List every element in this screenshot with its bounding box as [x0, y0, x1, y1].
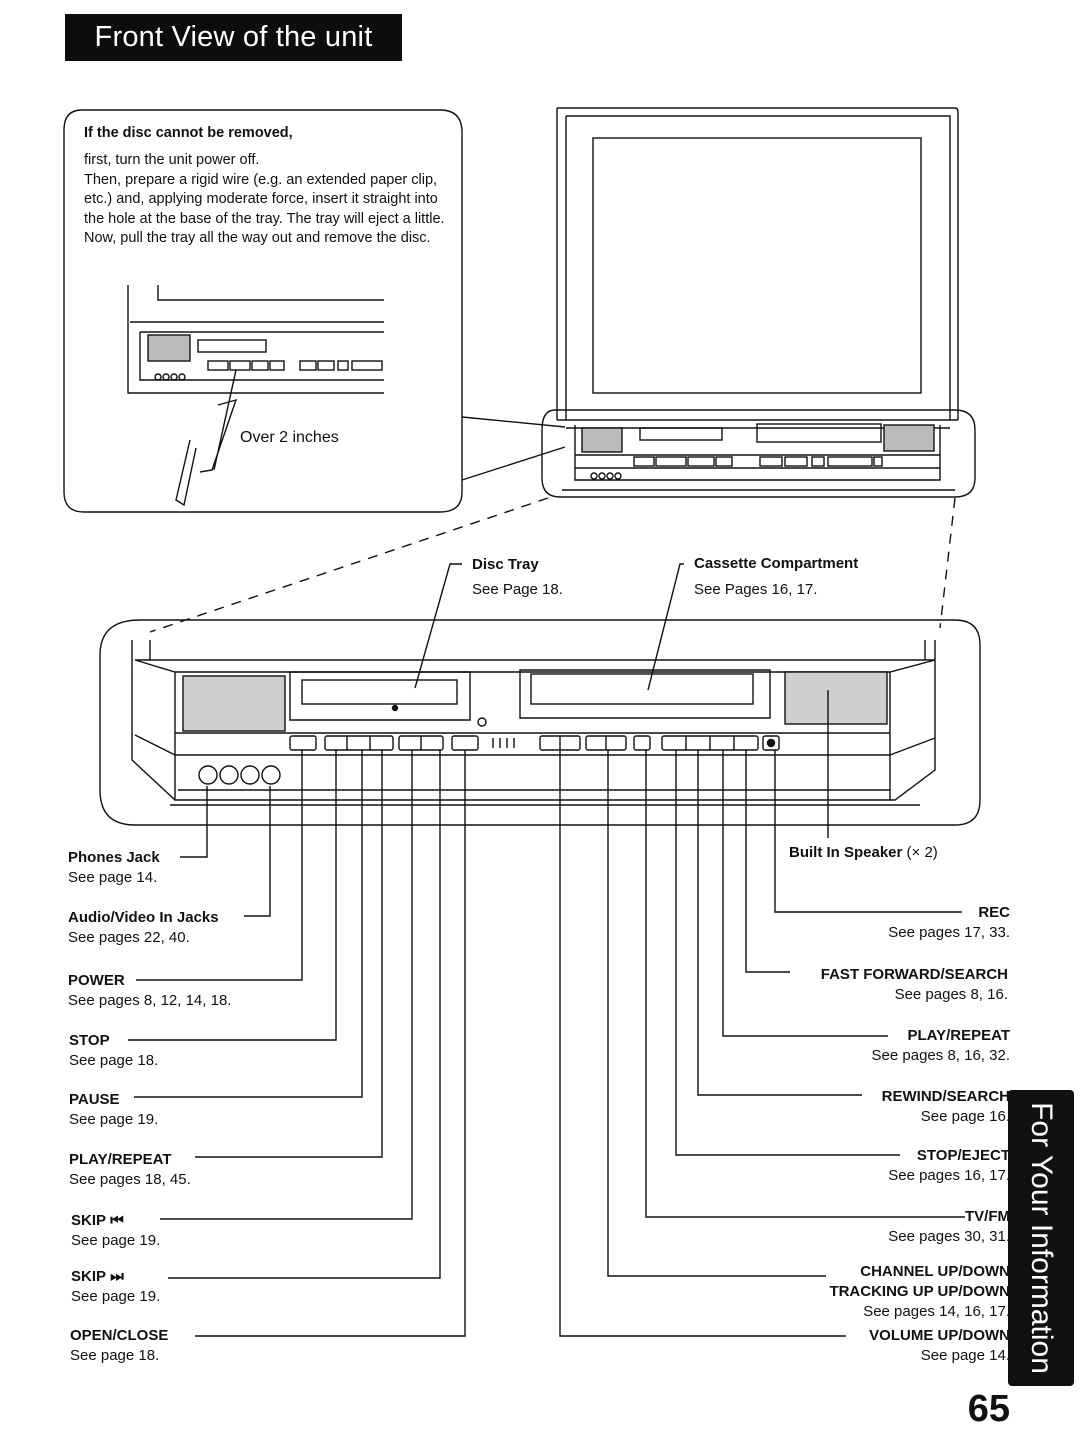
tv-vcr-section — [557, 419, 958, 491]
distance-label: Over 2 inches — [240, 429, 339, 446]
right-speaker-grille — [784, 671, 888, 725]
section-tab: For Your Information — [1008, 1090, 1074, 1386]
zoom-leader-1 — [461, 416, 566, 428]
cassette-label: Cassette Compartment — [694, 555, 859, 572]
skip-back-label: SKIP ⏮See page 19. — [71, 1212, 161, 1249]
cassette-ref: See Pages 16, 17. — [694, 581, 818, 598]
zoom-leader-2 — [461, 446, 566, 481]
inset-buttons — [207, 360, 383, 371]
tv-jacks — [590, 472, 622, 480]
unit-zoom-frame — [99, 619, 981, 826]
left-speaker-grille — [182, 675, 286, 732]
left-leaders — [128, 750, 466, 1337]
skip-back-icon: ⏮ — [110, 1212, 124, 1229]
unit-buttons — [289, 735, 780, 751]
tv-screen — [592, 137, 922, 394]
page-number: 65 — [967, 1388, 1010, 1430]
right-leaders — [559, 690, 965, 1337]
unit-jacks — [198, 765, 281, 785]
cassette-slot — [530, 673, 754, 705]
tv-zoom-outline — [541, 409, 976, 498]
page-title: Front View of the unit — [65, 14, 402, 61]
zoom-leader-3 — [149, 497, 549, 633]
speaker-label: Built In Speaker (× 2) — [789, 844, 938, 861]
skip-forward-icon: ⏭ — [110, 1268, 124, 1285]
disc-tray-leader — [414, 563, 462, 689]
disc-tray-slot — [301, 679, 458, 705]
inset-unit-outline — [127, 285, 384, 394]
note-body: first, turn the unit power off. Then, pr… — [84, 152, 445, 246]
disc-tray-label: Disc Tray — [472, 556, 539, 573]
inset-speaker — [147, 334, 191, 362]
paper-clip-wire — [175, 369, 238, 507]
zoom-leader-4 — [939, 497, 956, 629]
inset-jacks — [154, 373, 186, 381]
note-callout-box — [63, 109, 463, 513]
note-heading: If the disc cannot be removed, — [84, 125, 293, 141]
unit-body — [131, 640, 936, 806]
skip-forward-label: SKIP ⏭See page 19. — [71, 1268, 161, 1305]
tv-buttons — [633, 456, 883, 467]
disc-tray-ref: See Page 18. — [472, 581, 563, 598]
cassette-leader — [647, 563, 684, 691]
tv-outline — [556, 107, 959, 420]
